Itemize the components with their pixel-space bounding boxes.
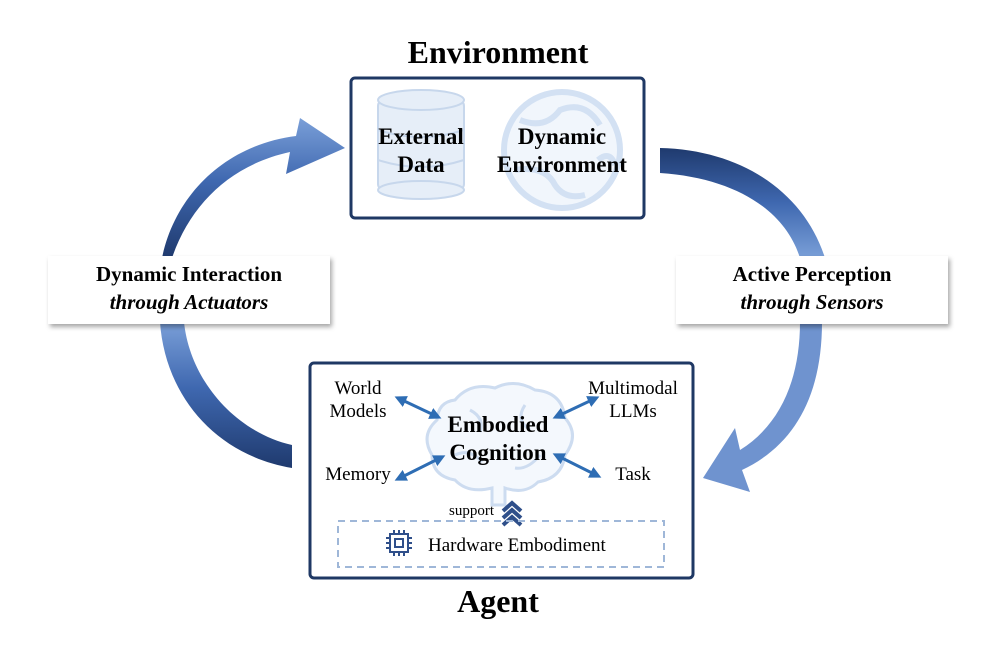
world-models-line2: Models [330, 401, 387, 422]
left-label-box [48, 256, 330, 324]
right-label-box [676, 256, 948, 324]
brain-icon [425, 382, 574, 507]
environment-title: Environment [408, 34, 589, 70]
arrow-multimodal [552, 396, 600, 419]
support-label: support [449, 503, 495, 519]
arrow-right-lower [703, 322, 822, 492]
arrow-world-models [394, 396, 442, 419]
external-data-line1: External [378, 124, 464, 149]
database-icon [377, 89, 465, 200]
embodied-cognition-line2: Cognition [449, 440, 546, 465]
world-models-line1: World [334, 378, 382, 399]
external-data-line2: Data [397, 152, 445, 177]
left-label-line1: Dynamic Interaction [96, 262, 282, 286]
embodied-cognition-line1: Embodied [448, 412, 549, 437]
chip-icon [386, 530, 412, 556]
arrow-right-upper [660, 148, 825, 258]
dynamic-environment-line2: Environment [497, 152, 627, 177]
arrow-left-upper [162, 118, 345, 258]
right-label-line2: through Sensors [741, 290, 884, 314]
globe-icon [501, 89, 623, 211]
dynamic-environment-line1: Dynamic [518, 124, 606, 149]
right-label-line1: Active Perception [733, 262, 892, 286]
hardware-label: Hardware Embodiment [428, 535, 607, 556]
hardware-box [337, 520, 665, 568]
memory-label: Memory [325, 464, 391, 485]
left-label-line2: through Actuators [110, 290, 269, 314]
task-label: Task [615, 464, 651, 485]
support-chevron-icon [501, 500, 523, 527]
multimodal-line1: Multimodal [588, 378, 678, 399]
arrow-task [552, 453, 602, 478]
arrow-left-lower [160, 322, 292, 468]
multimodal-line2: LLMs [609, 401, 657, 422]
arrow-memory [394, 455, 446, 481]
agent-title: Agent [457, 583, 539, 619]
